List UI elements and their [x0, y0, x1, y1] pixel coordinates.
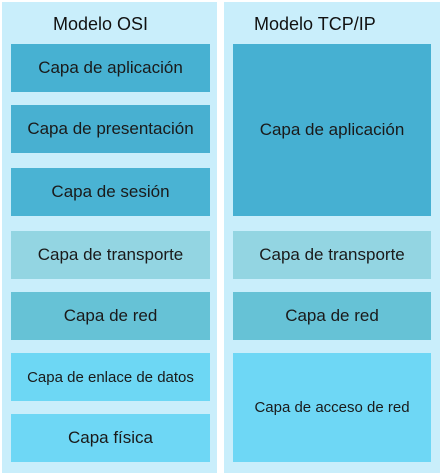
osi-model-title: Modelo OSI [53, 14, 149, 34]
tcpip-model-panel: Modelo TCP/IP Capa de aplicación Capa de… [224, 2, 440, 473]
osi-application-layer: Capa de aplicación [11, 44, 210, 92]
osi-physical-layer: Capa física [11, 414, 210, 462]
osi-model-panel: Modelo OSI Capa de aplicación Capa de pr… [2, 2, 217, 473]
tcpip-network-access-layer: Capa de acceso de red [233, 353, 431, 462]
tcpip-model-title: Modelo TCP/IP [254, 14, 376, 34]
osi-session-layer: Capa de sesión [11, 168, 210, 216]
tcpip-transport-layer: Capa de transporte [233, 231, 431, 279]
tcpip-network-layer: Capa de red [233, 292, 431, 340]
osi-data-link-layer: Capa de enlace de datos [11, 353, 210, 401]
osi-network-layer: Capa de red [11, 292, 210, 340]
osi-presentation-layer: Capa de presentación [11, 105, 210, 153]
tcpip-application-layer: Capa de aplicación [233, 44, 431, 216]
osi-transport-layer: Capa de transporte [11, 231, 210, 279]
